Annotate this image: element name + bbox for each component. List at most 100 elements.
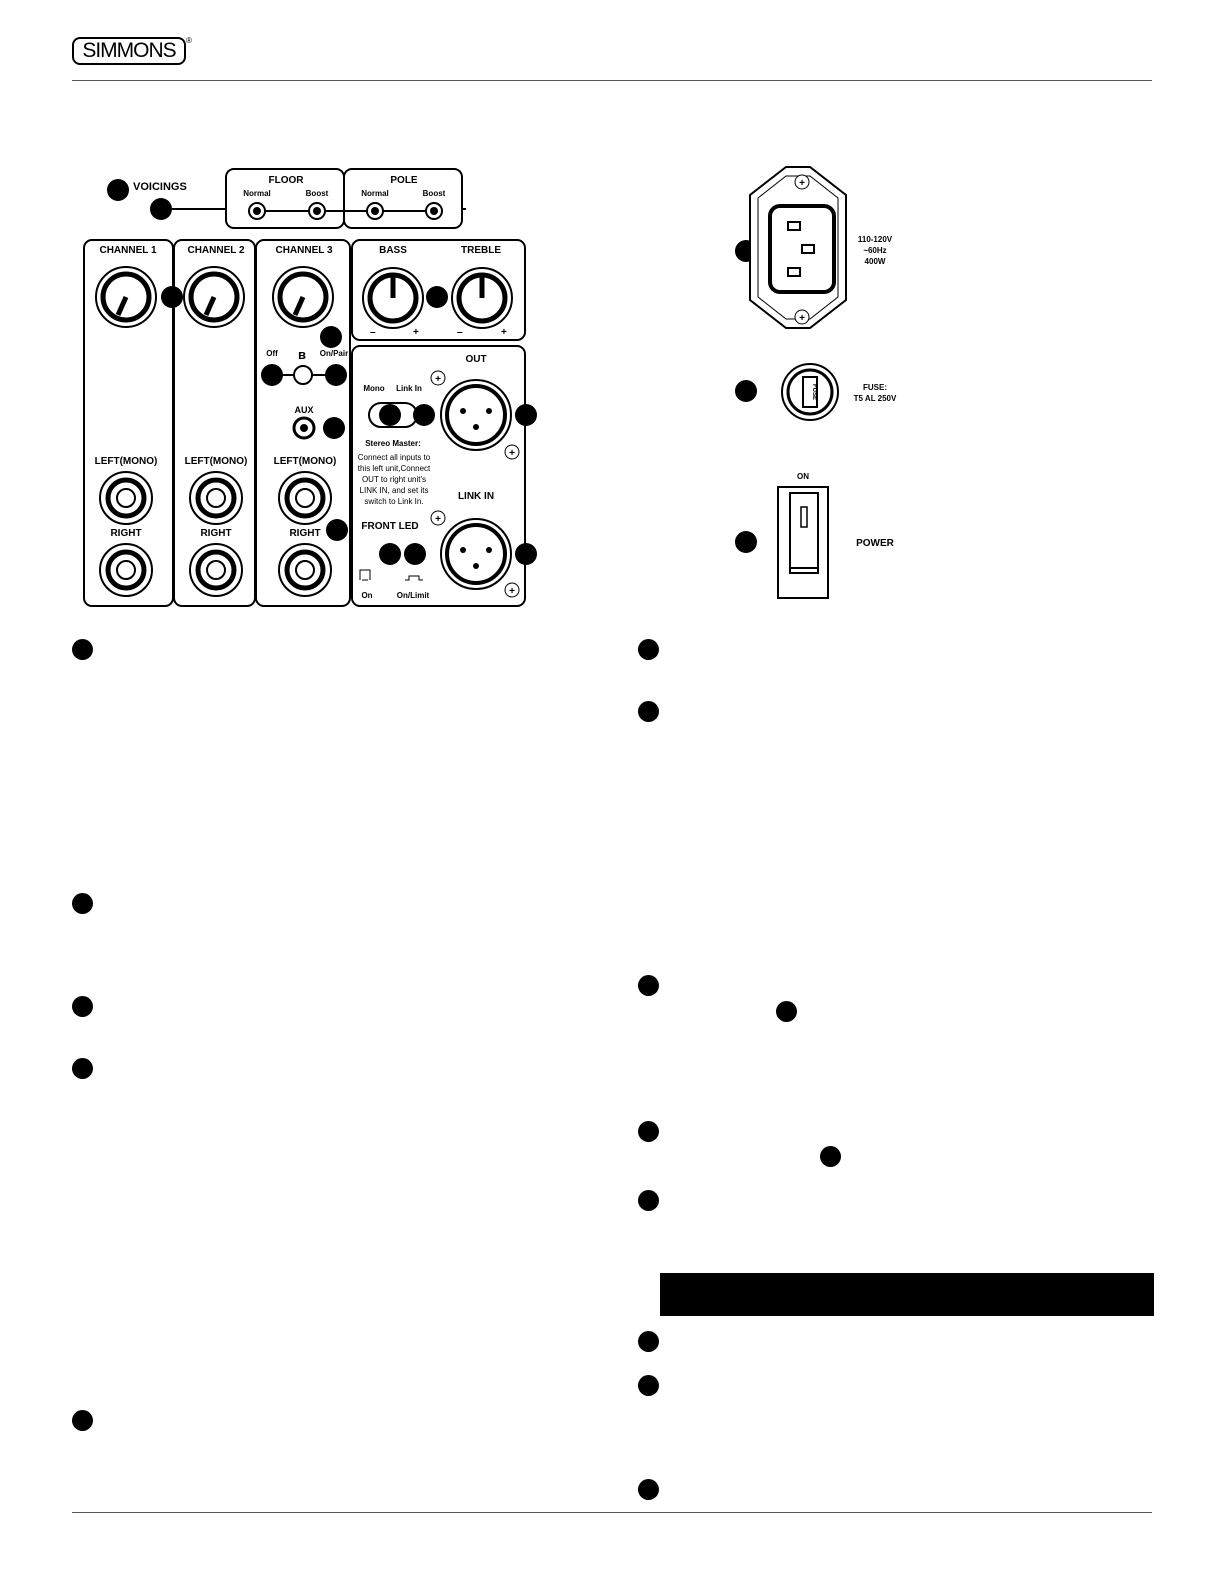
front-led-button [379, 543, 401, 565]
svg-text:+: + [501, 327, 507, 338]
svg-text:OUT to right unit's: OUT to right unit's [362, 475, 426, 484]
svg-text:400W: 400W [865, 257, 886, 266]
callout-marker [107, 179, 129, 201]
out-xlr [440, 379, 512, 451]
channel-3-knob [272, 266, 334, 328]
svg-text:+: + [435, 374, 441, 385]
svg-text:LEFT(MONO): LEFT(MONO) [95, 456, 158, 467]
callout-marker [638, 639, 659, 660]
svg-text:FUSE:: FUSE: [863, 383, 887, 392]
channel-1-label: CHANNEL 1 [99, 245, 156, 256]
callout-marker [515, 404, 537, 426]
aux-label: AUX [294, 405, 313, 415]
channel-3-box [255, 239, 351, 607]
svg-text:this left unit,Connect: this left unit,Connect [358, 464, 431, 473]
svg-text:Stereo Master:: Stereo Master: [365, 439, 421, 448]
callout-marker [413, 404, 435, 426]
bluetooth-on-button [325, 364, 347, 386]
callout-marker [638, 1375, 659, 1396]
tone-box [351, 239, 526, 341]
footer-rule [72, 1512, 1152, 1513]
svg-text:switch to Link In.: switch to Link In. [364, 497, 423, 506]
out-label: OUT [465, 354, 486, 365]
svg-text:Connect all inputs to: Connect all inputs to [358, 453, 431, 462]
callout-marker [72, 639, 93, 660]
channel-2-knob [183, 266, 245, 328]
svg-text:Boost: Boost [306, 189, 329, 198]
svg-text:+: + [509, 448, 515, 459]
callout-marker [72, 1410, 93, 1431]
svg-text:T5 AL 250V: T5 AL 250V [854, 394, 897, 403]
svg-text:ON: ON [797, 472, 809, 481]
svg-text:Normal: Normal [361, 189, 389, 198]
svg-text:+: + [799, 313, 805, 324]
floor-label: FLOOR [269, 175, 305, 186]
svg-text:RIGHT: RIGHT [110, 528, 141, 539]
treble-knob [451, 267, 513, 329]
callout-marker [404, 543, 426, 565]
svg-text:+: + [799, 178, 805, 189]
svg-text:On: On [361, 591, 372, 600]
callout-marker [638, 1331, 659, 1352]
callout-marker [638, 975, 659, 996]
bass-knob [362, 267, 424, 329]
callout-marker [320, 326, 342, 348]
bass-label: BASS [379, 245, 407, 256]
svg-text:+: + [413, 327, 419, 338]
svg-text:+: + [435, 514, 441, 525]
svg-text:Normal: Normal [243, 189, 271, 198]
svg-text:Mono: Mono [363, 384, 384, 393]
callout-marker [776, 1001, 797, 1022]
callout-marker [72, 1058, 93, 1079]
svg-text:110-120V: 110-120V [858, 235, 893, 244]
pole-label: POLE [390, 175, 418, 186]
svg-text:RIGHT: RIGHT [289, 528, 320, 539]
section-heading-bar [660, 1273, 1154, 1316]
svg-text:LEFT(MONO): LEFT(MONO) [185, 456, 248, 467]
callout-marker [326, 519, 348, 541]
svg-text:–: – [370, 327, 376, 338]
callout-marker [72, 893, 93, 914]
link-in-xlr [440, 518, 512, 590]
svg-text:+: + [509, 586, 515, 597]
svg-text:FUSE: FUSE [811, 384, 817, 400]
voicings-label: VOICINGS [133, 181, 187, 193]
channel-3-label: CHANNEL 3 [275, 245, 332, 256]
svg-text:LEFT(MONO): LEFT(MONO) [274, 456, 337, 467]
callout-marker [735, 531, 757, 553]
off-label: Off [266, 349, 278, 358]
callout-marker [638, 701, 659, 722]
svg-text:LINK IN, and set its: LINK IN, and set its [360, 486, 429, 495]
simmons-logo: SIMMONS [72, 37, 186, 65]
bluetooth-icon: ʙ [298, 347, 306, 362]
svg-text:RIGHT: RIGHT [200, 528, 231, 539]
callout-marker [426, 286, 448, 308]
callout-marker [515, 543, 537, 565]
rear-panel-diagram: VOICINGS FLOOR POLE Normal Boost Normal … [83, 168, 537, 607]
bluetooth-center [293, 365, 313, 385]
registered-mark: ® [186, 36, 192, 45]
callout-marker [638, 1479, 659, 1500]
callout-marker [638, 1121, 659, 1142]
power-panel-diagram: + + 110-120V ~60Hz 400W FUSE FUSE: T5 AL… [735, 166, 897, 599]
front-led-label: FRONT LED [361, 521, 418, 532]
bluetooth-off-button [261, 364, 283, 386]
channel-2-label: CHANNEL 2 [187, 245, 244, 256]
header-rule [72, 80, 1152, 81]
callout-marker [161, 286, 183, 308]
svg-text:Boost: Boost [423, 189, 446, 198]
power-label: POWER [856, 538, 895, 549]
callout-marker [735, 380, 757, 402]
callout-marker [638, 1190, 659, 1211]
callout-marker [820, 1146, 841, 1167]
svg-text:~60Hz: ~60Hz [863, 246, 886, 255]
svg-text:–: – [457, 327, 463, 338]
channel-1-knob [95, 266, 157, 328]
output-box [351, 345, 526, 607]
jacks [99, 471, 332, 597]
callout-marker [72, 996, 93, 1017]
svg-text:Link In: Link In [396, 384, 422, 393]
callout-marker [323, 417, 345, 439]
voicings-button [150, 198, 172, 220]
treble-label: TREBLE [461, 245, 501, 256]
